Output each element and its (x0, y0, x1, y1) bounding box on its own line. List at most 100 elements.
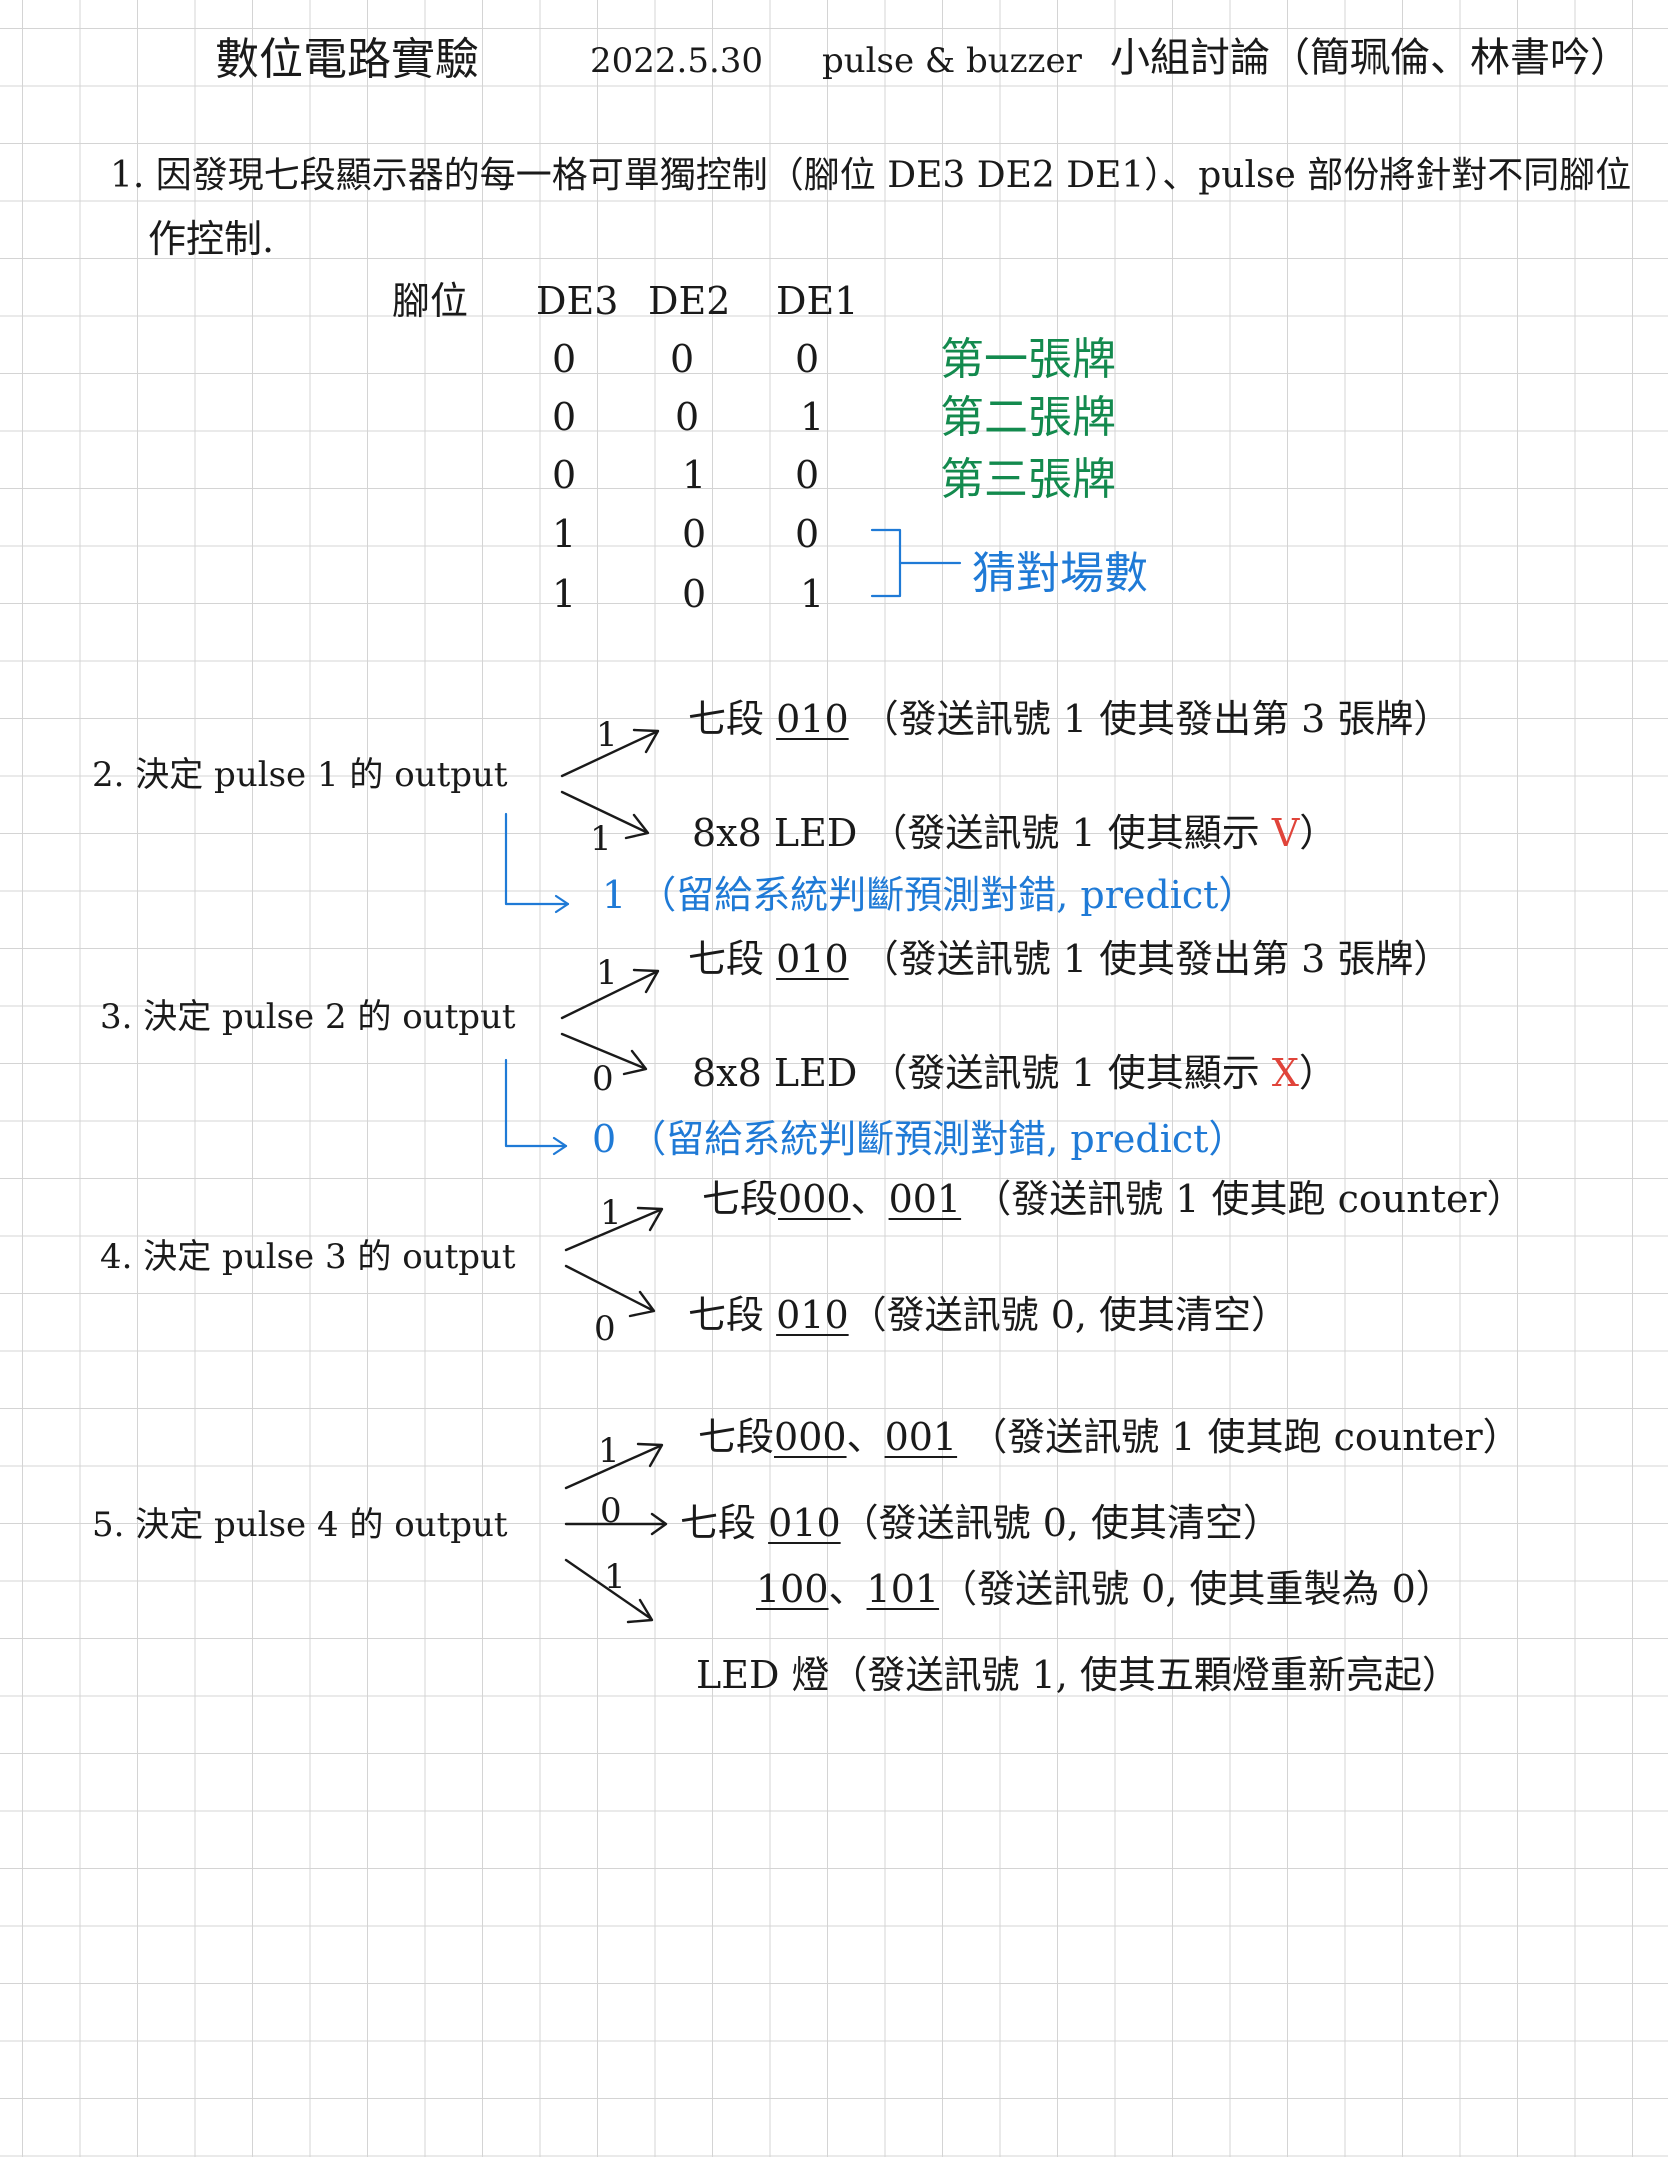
table-cell: 0 (670, 337, 695, 381)
arrowhead (636, 1206, 664, 1232)
arrowhead (552, 1136, 568, 1156)
code: 010 (776, 1293, 849, 1337)
table-cell: 0 (795, 512, 820, 556)
arrowhead (636, 1442, 664, 1468)
table-cell: 0 (795, 453, 820, 497)
branch-value: 0 (592, 1059, 614, 1099)
text: 七段 (688, 1293, 765, 1337)
text: （發送訊號 1 使其跑 counter） (973, 1177, 1525, 1221)
table-cell: 1 (800, 395, 825, 439)
arrow (564, 1264, 654, 1312)
table-cell: 0 (552, 337, 577, 381)
arrowhead (632, 968, 660, 994)
item-3-label: 3. 決定 pulse 2 的 output (100, 997, 516, 1037)
arrowhead (632, 728, 660, 754)
page-title: 數位電路實驗 (215, 34, 479, 85)
code: 000 (774, 1415, 847, 1459)
group-discussion: 小組討論（簡珮倫、林書吟） (1110, 35, 1630, 81)
table-cell: 0 (682, 512, 707, 556)
bracket (870, 528, 902, 598)
connector-arrow (504, 812, 570, 906)
item-5-branch-2: 七段 010（發送訊號 0, 使其清空） (680, 1504, 1281, 1542)
branch-value: 1 (596, 715, 618, 755)
table-cell: 1 (800, 572, 825, 616)
table-cell: 0 (795, 337, 820, 381)
code: 001 (884, 1415, 958, 1459)
item-3-branch-2: 8x8 LED （發送訊號 1 使其顯示 X） (692, 1054, 1337, 1092)
arrowhead (626, 1598, 654, 1624)
item-5-branch-2-reset: 100、101（發送訊號 0, 使其重製為 0） (756, 1570, 1454, 1608)
text: （發送訊號 0, 使其清空） (840, 1501, 1282, 1545)
text: （發送訊號 1 使其發出第 3 張牌） (860, 697, 1452, 741)
text: 七段 (680, 1501, 757, 1545)
table-cell: 0 (682, 572, 707, 616)
note-correct-count: 猜對場數 (972, 548, 1148, 599)
branch-value: 1 (604, 1557, 626, 1597)
table-header-de2: DE2 (648, 279, 731, 323)
item-5-label: 5. 決定 pulse 4 的 output (92, 1505, 508, 1545)
text: （發送訊號 1 使其跑 counter） (969, 1415, 1521, 1459)
item-4-branch-1: 七段000、001 （發送訊號 1 使其跑 counter） (702, 1180, 1525, 1218)
arrowhead (624, 813, 650, 840)
table-cell: 1 (552, 512, 577, 556)
text: （發送訊號 0, 使其重製為 0） (939, 1567, 1454, 1611)
item-3-branch-1: 七段 010 （發送訊號 1 使其發出第 3 張牌） (688, 940, 1451, 978)
item-3-branch-3: 0 （留給系統判斷預測對錯, predict） (592, 1117, 1247, 1161)
item-2-label: 2. 決定 pulse 1 的 output (92, 755, 508, 795)
text: （發送訊號 1 使其發出第 3 張牌） (860, 937, 1452, 981)
table-cell: 0 (675, 395, 700, 439)
item-2-branch-1: 七段 010 （發送訊號 1 使其發出第 3 張牌） (688, 700, 1451, 738)
table-cell: 0 (552, 395, 577, 439)
code: 010 (776, 937, 849, 981)
branch-value: 1 (590, 819, 612, 859)
text: 七段 (688, 697, 765, 741)
table-cell: 1 (682, 453, 707, 497)
date: 2022.5.30 (590, 41, 764, 81)
text: 、 (846, 1415, 885, 1459)
item-4-label: 4. 決定 pulse 3 的 output (100, 1237, 516, 1277)
item-5-branch-1: 七段000、001 （發送訊號 1 使其跑 counter） (698, 1418, 1521, 1456)
code: 000 (778, 1177, 851, 1221)
note-card-3: 第三張牌 (940, 454, 1116, 505)
text: 、 (850, 1177, 889, 1221)
text: ） (1298, 1051, 1337, 1095)
connector-arrow (504, 1058, 568, 1148)
table-cell: 0 (552, 453, 577, 497)
note-card-1: 第一張牌 (940, 334, 1116, 385)
code: 010 (768, 1501, 841, 1545)
text: 8x8 LED （發送訊號 1 使其顯示 (692, 1051, 1260, 1095)
arrowhead (628, 1290, 656, 1318)
arrowhead (554, 894, 570, 914)
topic: pulse & buzzer (822, 41, 1082, 81)
item-2-branch-2: 8x8 LED （發送訊號 1 使其顯示 V） (692, 814, 1337, 852)
code: 100 (756, 1567, 829, 1611)
table-header-de3: DE3 (536, 279, 619, 323)
check-mark: V (1271, 811, 1300, 855)
arrowhead (650, 1512, 668, 1536)
item-1-line-2: 作控制. (148, 217, 275, 261)
item-2-branch-3: 1 （留給系統判斷預測對錯, predict） (602, 873, 1257, 917)
text: ） (1299, 811, 1338, 855)
note-card-2: 第二張牌 (940, 392, 1116, 443)
text: 七段 (702, 1177, 779, 1221)
branch-value: 0 (600, 1491, 622, 1531)
branch-value: 0 (594, 1309, 616, 1349)
text: 、 (828, 1567, 867, 1611)
text: 七段 (698, 1415, 775, 1459)
table-cell: 1 (552, 572, 577, 616)
item-4-branch-2: 七段 010（發送訊號 0, 使其清空） (688, 1296, 1289, 1334)
code: 010 (776, 697, 849, 741)
text: 8x8 LED （發送訊號 1 使其顯示 (692, 811, 1260, 855)
code: 101 (866, 1567, 940, 1611)
branch-value: 1 (598, 1431, 620, 1471)
branch-value: 1 (600, 1193, 622, 1233)
text: 七段 (688, 937, 765, 981)
table-header-de1: DE1 (776, 279, 859, 323)
table-header-pin: 腳位 (392, 279, 469, 323)
arrowhead (622, 1049, 648, 1076)
cross-mark: X (1271, 1051, 1299, 1095)
item-5-branch-3: LED 燈（發送訊號 1, 使其五顆燈重新亮起） (696, 1653, 1460, 1697)
code: 001 (888, 1177, 962, 1221)
text: （發送訊號 0, 使其清空） (848, 1293, 1290, 1337)
item-1-line-1: 1. 因發現七段顯示器的每一格可單獨控制（腳位 DE3 DE2 DE1）、pul… (110, 155, 1632, 196)
